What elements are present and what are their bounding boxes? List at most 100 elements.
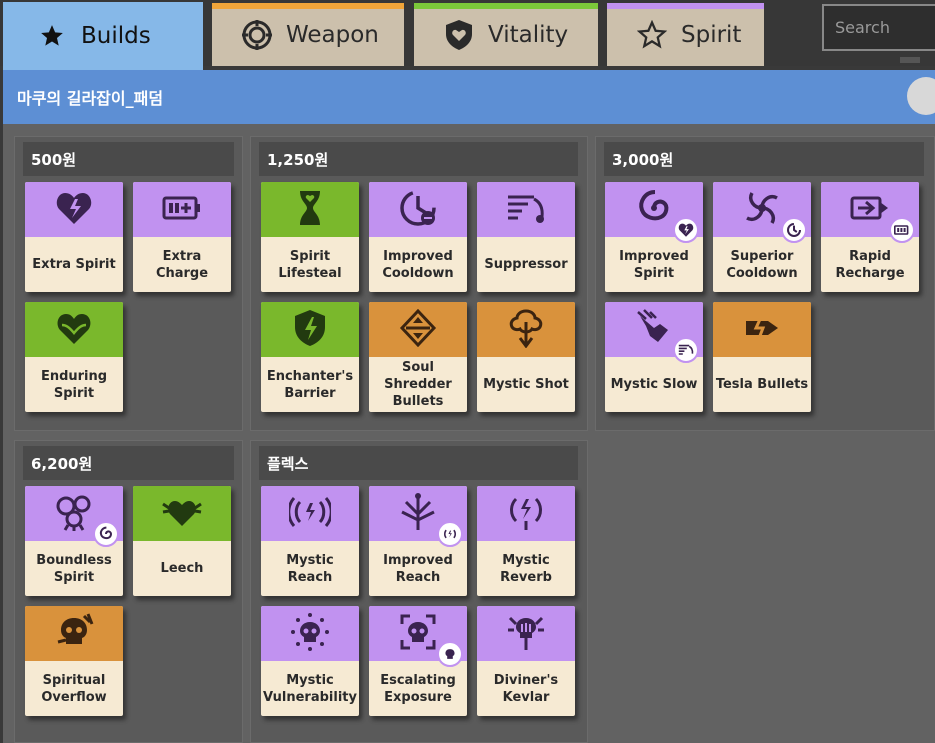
tab-builds[interactable]: Builds xyxy=(3,2,203,70)
shield-bolt-icon xyxy=(292,308,328,352)
item-icon-area xyxy=(261,486,359,541)
item-card-enduring-spirit[interactable]: Enduring Spirit xyxy=(25,302,123,412)
group-title: 3,000원 xyxy=(604,142,924,176)
group-title: 1,250원 xyxy=(259,142,578,176)
item-icon-area xyxy=(369,486,467,547)
spirit-burst-icon xyxy=(54,492,94,536)
tab-label: Spirit xyxy=(681,21,742,48)
item-card-boundless-spirit[interactable]: Boundless Spirit xyxy=(25,486,123,596)
item-card-suppressor[interactable]: Suppressor xyxy=(477,182,575,292)
item-card-superior-cooldown[interactable]: Superior Cooldown xyxy=(713,182,811,292)
skull-dots-icon xyxy=(290,612,330,656)
item-card-spiritual-overflow[interactable]: Spiritual Overflow xyxy=(25,606,123,716)
battery-arrow-icon xyxy=(850,194,890,226)
tab-weapon[interactable]: Weapon xyxy=(212,3,404,66)
group-title: 6,200원 xyxy=(23,446,234,480)
item-icon-area xyxy=(261,302,359,357)
suppressor-badge-icon xyxy=(673,337,699,363)
star-outline-icon xyxy=(635,18,669,52)
swirl-badge-icon xyxy=(93,521,119,547)
item-card-mystic-reverb[interactable]: Mystic Reverb xyxy=(477,486,575,596)
search-placeholder: Search xyxy=(835,18,890,37)
vortex-icon xyxy=(742,188,782,232)
item-label: Spiritual Overflow xyxy=(41,672,107,705)
search-input[interactable]: Search xyxy=(822,4,935,51)
kevlar-shield-icon xyxy=(506,612,546,656)
battery-plus-icon xyxy=(162,195,202,225)
item-icon-area xyxy=(713,182,811,243)
item-icon-area xyxy=(713,302,811,357)
item-label: Mystic Vulnerability xyxy=(263,672,357,705)
item-label: Improved Reach xyxy=(383,552,453,585)
item-label: Tesla Bullets xyxy=(715,377,809,392)
item-icon-area xyxy=(477,606,575,661)
flaming-skull-icon xyxy=(54,612,94,656)
item-icon-area xyxy=(25,182,123,237)
mystic-tree-icon xyxy=(507,308,545,352)
item-icon-area xyxy=(369,302,467,357)
tab-vitality[interactable]: Vitality xyxy=(414,3,598,66)
item-card-mystic-slow[interactable]: Mystic Slow xyxy=(605,302,703,412)
item-label: Spirit Lifesteal xyxy=(278,248,342,281)
item-label: Mystic Reverb xyxy=(500,552,552,585)
item-icon-area xyxy=(821,182,919,243)
build-title[interactable]: 마쿠의 길라잡이_패덤 xyxy=(17,89,164,108)
item-icon-area xyxy=(261,182,359,237)
tab-accent-bar xyxy=(607,3,764,9)
item-card-improved-cooldown[interactable]: Improved Cooldown xyxy=(369,182,467,292)
skull-badge-icon xyxy=(437,641,463,667)
item-card-tesla-bullets[interactable]: Tesla Bullets xyxy=(713,302,811,412)
item-label: Boundless Spirit xyxy=(36,552,112,585)
battery-badge-icon xyxy=(889,217,915,243)
item-card-mystic-reach[interactable]: Mystic Reach xyxy=(261,486,359,596)
item-icon-area xyxy=(25,302,123,357)
item-label: Improved Spirit xyxy=(619,248,689,281)
item-card-escalating-exposure[interactable]: Escalating Exposure xyxy=(369,606,467,716)
item-icon-area xyxy=(477,486,575,541)
reverb-icon xyxy=(506,493,546,535)
item-icon-area xyxy=(605,182,703,243)
diamond-arrows-icon xyxy=(398,308,438,351)
item-label: Extra Charge xyxy=(155,248,209,281)
item-card-improved-spirit[interactable]: Improved Spirit xyxy=(605,182,703,292)
tab-accent-bar xyxy=(414,3,598,9)
item-card-leech[interactable]: Leech xyxy=(133,486,231,596)
tab-label: Builds xyxy=(81,23,151,49)
tab-label: Weapon xyxy=(286,21,379,48)
item-card-enchanters-barrier[interactable]: Enchanter's Barrier xyxy=(261,302,359,412)
item-label: Superior Cooldown xyxy=(726,248,798,281)
item-label: Rapid Recharge xyxy=(835,248,905,281)
item-icon-area xyxy=(605,302,703,363)
cooldown-badge-icon xyxy=(781,217,807,243)
broken-heart-icon xyxy=(55,190,93,230)
tab-accent-bar xyxy=(212,3,404,9)
item-card-mystic-vulnerability[interactable]: Mystic Vulnerability xyxy=(261,606,359,716)
item-icon-area xyxy=(25,606,123,661)
leech-heart-icon xyxy=(161,494,203,534)
tab-spirit[interactable]: Spirit xyxy=(607,3,764,66)
item-card-soul-shredder-bullets[interactable]: Soul Shredder Bullets xyxy=(369,302,467,412)
item-label: Improved Cooldown xyxy=(382,248,454,281)
item-label: Enduring Spirit xyxy=(40,368,108,401)
item-icon-area xyxy=(133,486,231,541)
item-icon-area xyxy=(133,182,231,237)
item-card-improved-reach[interactable]: Improved Reach xyxy=(369,486,467,596)
item-card-diviners-kevlar[interactable]: Diviner's Kevlar xyxy=(477,606,575,716)
item-card-rapid-recharge[interactable]: Rapid Recharge xyxy=(821,182,919,292)
hourglass-heart-icon xyxy=(296,188,324,232)
item-card-extra-spirit[interactable]: Extra Spirit xyxy=(25,182,123,292)
cooldown-spiral-icon xyxy=(398,188,438,232)
tab-bar: Builds Weapon Vitality Spirit Search xyxy=(0,0,935,70)
item-label: Diviner's Kevlar xyxy=(493,672,559,705)
group-title: 플렉스 xyxy=(259,446,578,480)
item-card-extra-charge[interactable]: Extra Charge xyxy=(133,182,231,292)
suppressor-lines-icon xyxy=(506,191,546,229)
item-card-spirit-lifesteal[interactable]: Spirit Lifesteal xyxy=(261,182,359,292)
title-bar-toggle[interactable] xyxy=(907,77,935,115)
star-filled-icon xyxy=(35,19,69,53)
item-card-mystic-shot[interactable]: Mystic Shot xyxy=(477,302,575,412)
item-label: Extra Spirit xyxy=(32,257,116,272)
antenna-icon xyxy=(398,492,438,536)
item-icon-area xyxy=(369,182,467,237)
